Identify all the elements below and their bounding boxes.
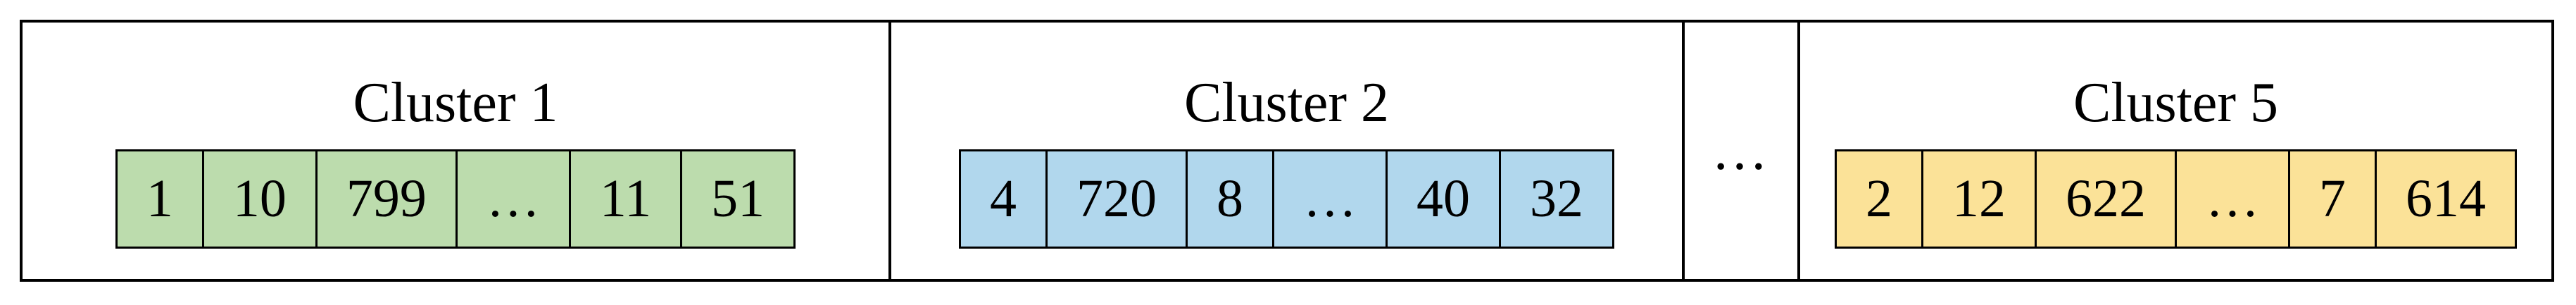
panel-cluster-1: Cluster 1 1 10 799 … 11 51 [23, 23, 891, 279]
cluster-5-cell-ellipsis: … [2175, 149, 2290, 249]
cluster-1-cell-ellipsis: … [455, 149, 571, 249]
cluster-2-cell-0: 4 [959, 149, 1048, 249]
cluster-1-cell-5: 51 [680, 149, 796, 249]
cluster-5-title: Cluster 5 [2073, 72, 2279, 134]
cluster-5-cell-5: 614 [2375, 149, 2517, 249]
cluster-2-cell-5: 32 [1499, 149, 1614, 249]
cluster-1-cell-1: 10 [201, 149, 318, 249]
cluster-5-cell-0: 2 [1835, 149, 1923, 249]
cluster-1-cell-0: 1 [115, 149, 204, 249]
cluster-2-cell-2: 8 [1186, 149, 1274, 249]
cluster-2-title: Cluster 2 [1183, 72, 1390, 134]
cluster-5-cell-row: 2 12 622 … 7 614 [1835, 149, 2517, 249]
cluster-2-cell-1: 720 [1045, 149, 1188, 249]
cluster-2-cell-row: 4 720 8 … 40 32 [959, 149, 1614, 249]
cluster-1-cell-2: 799 [315, 149, 458, 249]
cluster-2-cell-ellipsis: … [1272, 149, 1388, 249]
cluster-1-cell-row: 1 10 799 … 11 51 [115, 149, 796, 249]
panel-cluster-2: Cluster 2 4 720 8 … 40 32 [891, 23, 1685, 279]
cluster-2-cell-4: 40 [1386, 149, 1501, 249]
cluster-5-cell-4: 7 [2288, 149, 2377, 249]
ellipsis-separator: … [1711, 120, 1771, 182]
cluster-1-title: Cluster 1 [353, 72, 558, 134]
outer-frame: Cluster 1 1 10 799 … 11 51 Cluster 2 4 7… [20, 20, 2554, 282]
panel-cluster-5: Cluster 5 2 12 622 … 7 614 [1800, 23, 2551, 279]
cluster-5-cell-2: 622 [2035, 149, 2177, 249]
panel-ellipsis-separator: … [1685, 23, 1800, 279]
cluster-1-cell-4: 11 [568, 149, 683, 249]
cluster-5-cell-1: 12 [1921, 149, 2037, 249]
